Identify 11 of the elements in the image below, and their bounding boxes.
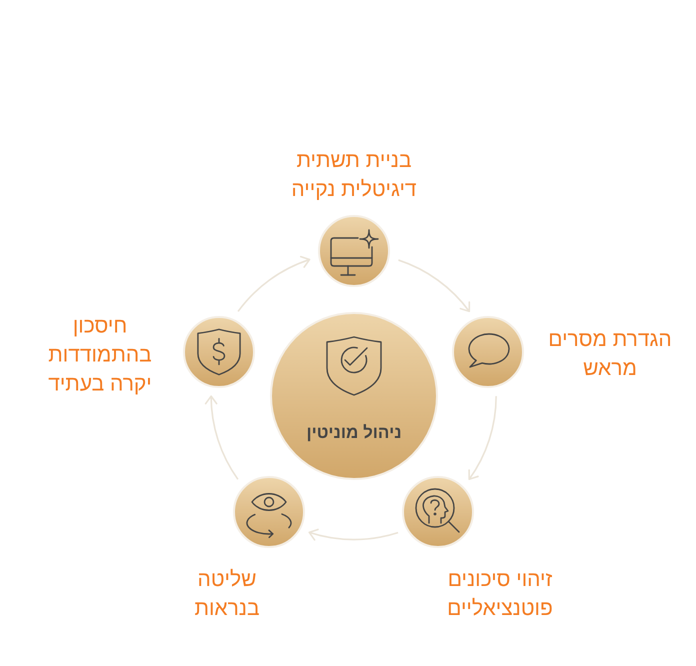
step-label: זיהוי סיכונים פוטנציאליים xyxy=(446,567,554,622)
step-label: הגדרת מסרים מראש xyxy=(547,327,673,382)
step-label: חיסכון בהתמודדות יקרה בעתיד xyxy=(47,314,153,398)
step-label: שליטה בנראות xyxy=(193,567,261,622)
step-label: בניית תשתית דיגיטלית נקייה xyxy=(290,148,418,203)
curved-arrow xyxy=(398,259,470,312)
curved-arrow xyxy=(468,396,497,480)
node-title: ניהול מוניטין xyxy=(306,422,402,444)
curved-arrow xyxy=(205,395,239,480)
curved-arrow xyxy=(308,528,398,540)
curved-arrow xyxy=(237,256,310,312)
